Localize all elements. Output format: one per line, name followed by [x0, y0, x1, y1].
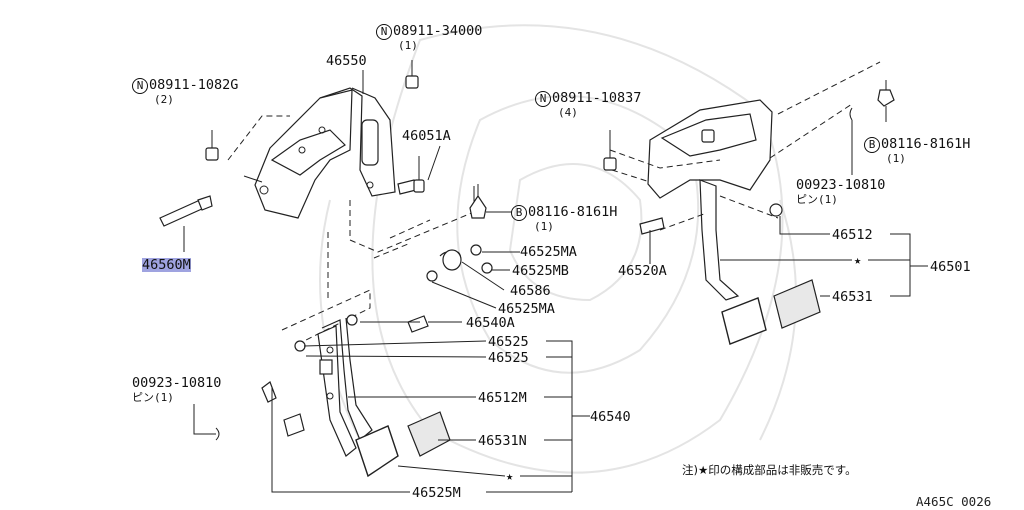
qty-08911-34000: (1) [398, 39, 418, 52]
leader-lines-left [193, 321, 590, 493]
part-number: 08116-8161H [528, 204, 618, 220]
qty-08116-8161H-right: (1) [886, 152, 906, 165]
label-46531N: 46531N [478, 433, 527, 449]
label-46531: 46531 [832, 289, 873, 305]
leader-lines-top [362, 70, 441, 181]
part-number: 08116-8161H [881, 136, 971, 152]
label-46051A: 46051A [402, 128, 451, 144]
sub-00923-10810-right: ピン(1) [796, 193, 838, 206]
sub-00923-10810-left: ピン(1) [132, 391, 174, 404]
label-46560M-highlighted[interactable]: 46560M [142, 257, 191, 273]
n-mark-icon: N [132, 78, 148, 94]
qty-08911-1082G: (2) [154, 93, 174, 106]
label-46525MA-2: 46525MA [498, 301, 555, 317]
part-number: 08911-34000 [393, 23, 483, 39]
qty-08116-8161H-center: (1) [534, 220, 554, 233]
label-46525M: 46525M [412, 485, 461, 501]
label-46520A: 46520A [618, 263, 667, 279]
spring-bushings [407, 244, 520, 333]
diagram-code: A465C 0026 [916, 494, 992, 509]
dashed-guides-right [609, 61, 881, 231]
label-46586: 46586 [510, 283, 551, 299]
label-00923-10810-left: 00923-10810 [132, 375, 222, 391]
clutch-pedal-drawing [261, 314, 451, 478]
label-00923-10810-right: 00923-10810 [796, 177, 886, 193]
label-46525MB: 46525MB [512, 263, 569, 279]
bracket-46550-drawing [254, 87, 396, 219]
fasteners-left [159, 60, 512, 252]
qty-08911-10837: (4) [558, 106, 578, 119]
label-46550: 46550 [326, 53, 367, 69]
label-46501: 46501 [930, 259, 971, 275]
n-mark-icon: N [535, 91, 551, 107]
label-46540: 46540 [590, 409, 631, 425]
label-46525-2: 46525 [488, 350, 529, 366]
label-46525-1: 46525 [488, 334, 529, 350]
label-46540A: 46540A [466, 315, 515, 331]
brake-pedal-drawing [603, 80, 895, 345]
label-46512: 46512 [832, 227, 873, 243]
b-mark-icon: B [864, 137, 880, 153]
label-46525MA-1: 46525MA [520, 244, 577, 260]
footnote: 注)★印の構成部品は非販売です。 [682, 463, 857, 477]
star-mark-right: ★ [854, 253, 862, 267]
leader-lines-right [649, 216, 928, 297]
part-number: 08911-1082G [149, 77, 239, 93]
part-number: 08911-10837 [552, 90, 642, 106]
star-mark-left: ★ [506, 469, 514, 483]
b-mark-icon: B [511, 205, 527, 221]
label-46512M: 46512M [478, 390, 527, 406]
dashed-guides-left [227, 115, 475, 346]
n-mark-icon: N [376, 24, 392, 40]
